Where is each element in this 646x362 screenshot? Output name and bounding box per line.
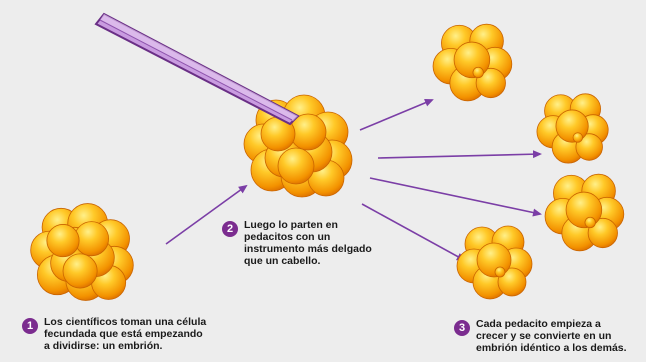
glass-needle-icon: [94, 12, 300, 126]
cell-ball: [572, 132, 583, 143]
cell-ball: [475, 67, 506, 99]
cell-ball: [555, 109, 589, 143]
cell-ball: [584, 216, 596, 229]
cell-ball: [74, 221, 110, 257]
split-embryo-cluster-icon: [243, 94, 353, 198]
cell-ball: [46, 224, 80, 258]
step-2-line: pedacitos con un: [244, 231, 331, 243]
cell-ball: [575, 133, 603, 161]
step-2-line: Luego lo parten en: [244, 219, 338, 231]
arrows-group: [165, 99, 542, 261]
step-3-line: crecer y se convierte en un: [476, 330, 612, 342]
embryo-piece-4-icon: [456, 225, 533, 300]
arrow-icon: [361, 203, 466, 261]
step-2-line: que un cabello.: [244, 255, 321, 267]
embryo-piece-1-icon: [432, 23, 513, 102]
arrow-icon: [369, 177, 542, 217]
step-1-line: fecundada que está empezando: [44, 328, 203, 340]
step-2-line: instrumento más delgado: [244, 243, 372, 255]
embryo-piece-2-icon: [536, 93, 609, 164]
cell-ball: [62, 253, 98, 289]
step-3-line: Cada pedacito empieza a: [476, 318, 601, 330]
cell-ball: [494, 266, 506, 278]
step-2-badge: 2: [222, 221, 238, 237]
arrow-icon: [377, 150, 542, 159]
step-2-text: Luego lo parten en pedacitos con un inst…: [244, 219, 372, 267]
cells-group: [30, 23, 625, 301]
cell-ball: [453, 41, 491, 79]
step-1-line: a dividirse: un embrión.: [44, 340, 163, 352]
step-1-text: Los científicos toman una célula fecunda…: [44, 316, 206, 352]
cell-ball: [497, 267, 527, 297]
embryo-cell-cluster-icon: [30, 203, 134, 301]
cell-ball: [476, 242, 512, 278]
step-1-badge: 1: [22, 318, 38, 334]
cell-ball: [472, 66, 484, 79]
step-3-text: Cada pedacito empieza a crecer y se conv…: [476, 318, 627, 354]
arrow-icon: [359, 99, 434, 131]
arrow-icon: [165, 184, 248, 245]
cell-ball: [565, 191, 603, 229]
cell-ball: [277, 147, 315, 185]
step-3-line: embrión idéntico a los demás.: [476, 342, 627, 354]
cell-ball: [587, 217, 618, 249]
step-3-badge: 3: [454, 320, 470, 336]
step-1-line: Los científicos toman una célula: [44, 316, 207, 328]
embryo-piece-3-icon: [544, 173, 625, 252]
